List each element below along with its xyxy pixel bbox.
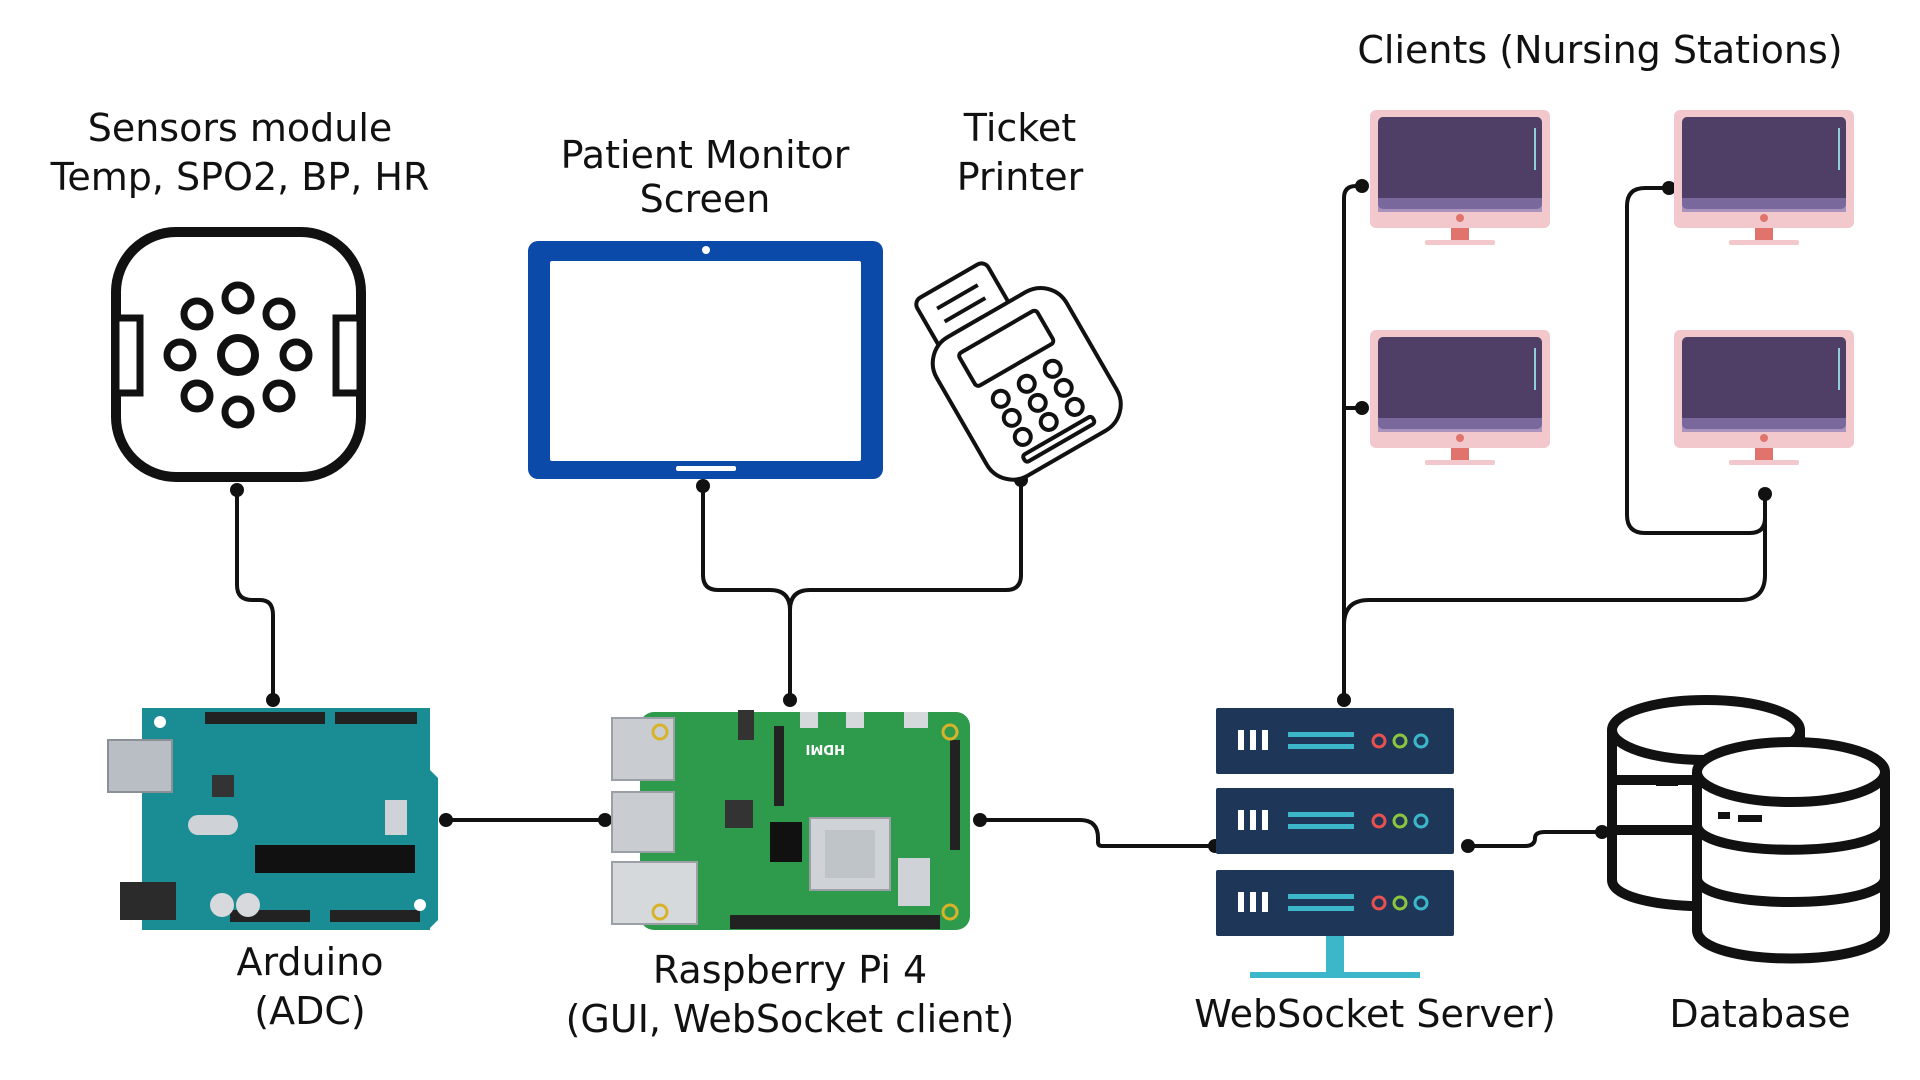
arduino-subtitle: (ADC) <box>254 988 366 1033</box>
connection-lines <box>235 184 1767 848</box>
database-title: Database <box>1669 992 1851 1036</box>
raspberry-label: Raspberry Pi 4 (GUI, WebSocket client) <box>540 946 1040 1043</box>
edge-printer-raspberry <box>788 478 1023 612</box>
edge-client2-loop <box>1625 186 1767 535</box>
edge-raspberry-server <box>978 818 1217 848</box>
sensor-pad-icon <box>111 227 366 482</box>
server-label: WebSocket Server) <box>1180 990 1570 1039</box>
printer-label: Ticket Printer <box>920 104 1120 201</box>
hdmi-board-text: HDMI <box>806 741 845 756</box>
tablet-icon <box>528 241 883 479</box>
raspberry-subtitle: (GUI, WebSocket client) <box>565 996 1015 1041</box>
database-icon <box>1607 695 1890 964</box>
clients-label: Clients (Nursing Stations) <box>1330 26 1870 75</box>
monitor-label: Patient Monitor Screen <box>530 133 880 221</box>
server-title: WebSocket Server) <box>1194 992 1556 1036</box>
raspberry-title: Raspberry Pi 4 <box>652 948 928 992</box>
edge-server-clients-right <box>1342 492 1767 627</box>
receipt-printer-icon <box>914 261 1123 482</box>
arduino-label: Arduino (ADC) <box>190 938 430 1035</box>
desktop-monitor-icon <box>1673 329 1855 466</box>
desktop-monitor-icon <box>1369 109 1551 246</box>
arduino-title: Arduino <box>236 940 384 984</box>
database-label: Database <box>1630 990 1890 1039</box>
edge-server-client1 <box>1342 184 1364 702</box>
monitor-subtitle: Screen <box>639 176 771 221</box>
desktop-monitor-icon <box>1673 109 1855 246</box>
desktop-monitor-icon <box>1369 329 1551 466</box>
printer-title: Ticket <box>963 106 1077 150</box>
connector-dots <box>230 179 1772 853</box>
edge-monitor-raspberry <box>701 484 792 702</box>
printer-subtitle: Printer <box>956 154 1084 199</box>
clients-title: Clients (Nursing Stations) <box>1357 28 1843 72</box>
monitor-title: Patient Monitor <box>560 133 850 177</box>
sensors-title: Sensors module <box>87 106 393 150</box>
edge-server-database <box>1466 830 1604 848</box>
arduino-board-icon <box>107 708 438 930</box>
sensors-label: Sensors module Temp, SPO2, BP, HR <box>30 104 450 201</box>
server-rack-icon <box>1214 706 1456 978</box>
raspberry-pi-board-icon: HDMI <box>611 710 970 930</box>
edge-sensors-arduino <box>235 488 275 702</box>
sensors-subtitle: Temp, SPO2, BP, HR <box>50 154 430 199</box>
